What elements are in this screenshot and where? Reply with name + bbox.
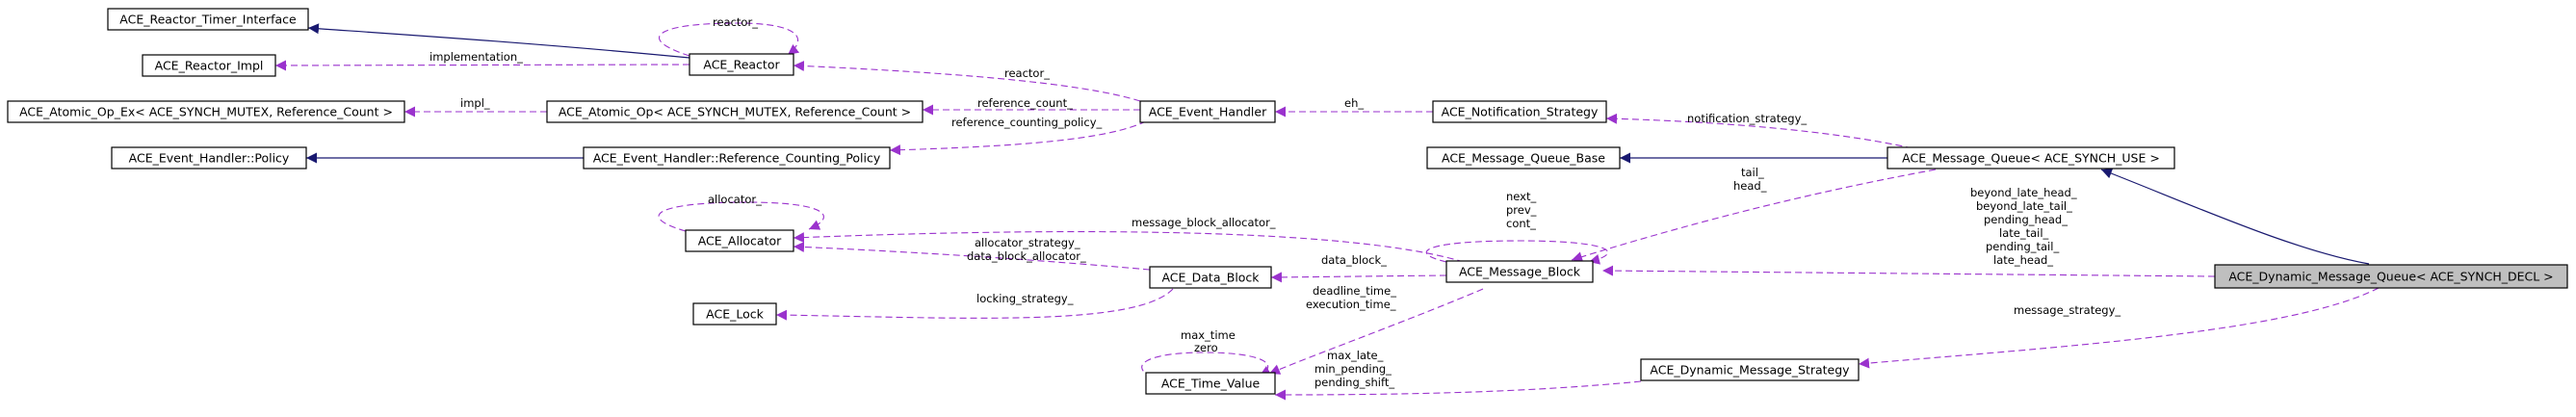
node-label: ACE_Allocator <box>698 234 782 248</box>
label-late-tail: late_tail_ <box>1999 226 2049 240</box>
label-allocator-strategy: allocator_strategy_ <box>975 236 1080 249</box>
edge-dynamic-mq-to-strategy <box>1858 287 2380 369</box>
edge-reactor-self <box>659 22 800 57</box>
node-reactor[interactable]: ACE_Reactor <box>689 53 794 76</box>
label-reactor-self: reactor_ <box>713 15 758 29</box>
node-event-handler[interactable]: ACE_Event_Handler <box>1139 100 1276 123</box>
node-label: ACE_Time_Value <box>1161 377 1261 391</box>
edge-event-handler-to-reactor <box>793 60 1141 102</box>
label-reference-count: reference_count_ <box>977 96 1073 110</box>
node-label: ACE_Event_Handler::Reference_Counting_Po… <box>593 151 881 166</box>
node-reactor-impl[interactable]: ACE_Reactor_Impl <box>142 54 276 77</box>
label-min-pending: min_pending_ <box>1314 362 1392 376</box>
node-notification-strategy[interactable]: ACE_Notification_Strategy <box>1432 100 1607 123</box>
node-label: ACE_Lock <box>706 307 764 322</box>
label-mb-self-next: next_ <box>1506 190 1536 203</box>
edge-event-handler-to-ref-policy <box>889 120 1147 156</box>
node-label: ACE_Data_Block <box>1161 271 1260 285</box>
label-execution-time: execution_time_ <box>1306 298 1396 311</box>
label-notification-strategy: notification_strategy_ <box>1687 112 1807 125</box>
label-beyond-late-head: beyond_late_head_ <box>1970 186 2077 199</box>
node-atomic-op[interactable]: ACE_Atomic_Op< ACE_SYNCH_MUTEX, Referenc… <box>546 100 924 123</box>
node-label: ACE_Message_Block <box>1459 265 1581 279</box>
label-tv-self-zero: zero <box>1194 341 1218 354</box>
label-implementation: implementation_ <box>429 50 523 64</box>
node-label: ACE_Message_Queue_Base <box>1442 151 1605 166</box>
edge-dynamic-mq-to-message-block <box>1601 265 2216 277</box>
label-pending-tail: pending_tail_ <box>1986 240 2059 253</box>
edge-data-block-to-lock <box>775 288 1174 321</box>
node-event-handler-policy[interactable]: ACE_Event_Handler::Policy <box>111 146 307 169</box>
node-label: ACE_Message_Queue< ACE_SYNCH_USE > <box>1902 151 2160 166</box>
node-label: ACE_Reactor_Timer_Interface <box>119 13 297 27</box>
label-tail: tail_ <box>1741 166 1764 179</box>
label-message-block-allocator: message_block_allocator_ <box>1132 216 1276 229</box>
label-reference-counting-policy: reference_counting_policy_ <box>951 116 1102 129</box>
label-deadline-time: deadline_time_ <box>1313 284 1396 298</box>
label-tv-self-max-time: max_time <box>1181 328 1236 342</box>
node-dynamic-message-queue[interactable]: ACE_Dynamic_Message_Queue< ACE_SYNCH_DEC… <box>2214 264 2568 289</box>
node-allocator[interactable]: ACE_Allocator <box>685 229 794 252</box>
label-head: head_ <box>1733 179 1767 193</box>
edge-message-block-to-data-block <box>1270 272 1447 283</box>
label-mb-self-prev: prev_ <box>1506 203 1537 217</box>
node-label: ACE_Event_Handler::Policy <box>129 151 290 166</box>
label-pending-shift: pending_shift_ <box>1314 376 1394 389</box>
node-message-queue-base[interactable]: ACE_Message_Queue_Base <box>1426 146 1621 169</box>
label-data-block-allocator: data_block_allocator_ <box>967 249 1086 263</box>
label-allocator-self: allocator_ <box>708 193 762 206</box>
node-lock[interactable]: ACE_Lock <box>692 302 777 326</box>
node-label: ACE_Reactor_Impl <box>155 59 264 73</box>
edge-reactor-to-timer-interface <box>307 23 690 59</box>
label-max-late: max_late_ <box>1327 349 1384 362</box>
label-mb-self-cont: cont_ <box>1506 217 1536 230</box>
node-label: ACE_Dynamic_Message_Strategy <box>1650 363 1850 378</box>
node-time-value[interactable]: ACE_Time_Value <box>1145 372 1276 395</box>
label-message-strategy: message_strategy_ <box>2014 303 2121 317</box>
edge-message-block-to-allocator <box>793 231 1465 263</box>
node-reference-counting-policy[interactable]: ACE_Event_Handler::Reference_Counting_Po… <box>583 146 891 169</box>
edge-message-block-self <box>1425 240 1609 265</box>
node-label: ACE_Atomic_Op_Ex< ACE_SYNCH_MUTEX, Refer… <box>19 105 393 119</box>
label-beyond-late-tail: beyond_late_tail_ <box>1976 199 2072 213</box>
label-eh: eh_ <box>1344 96 1364 110</box>
label-pending-head: pending_head_ <box>1984 213 2068 226</box>
node-label: ACE_Notification_Strategy <box>1442 105 1599 119</box>
node-label: ACE_Atomic_Op< ACE_SYNCH_MUTEX, Referenc… <box>559 105 911 119</box>
label-impl: impl_ <box>460 96 490 110</box>
node-label: ACE_Event_Handler <box>1149 105 1267 119</box>
edge-message-queue-to-message-block <box>1571 169 1937 262</box>
node-dynamic-message-strategy[interactable]: ACE_Dynamic_Message_Strategy <box>1640 358 1860 381</box>
edge-allocator-self <box>658 201 824 232</box>
label-data-block: data_block_ <box>1321 253 1387 267</box>
node-atomic-op-ex[interactable]: ACE_Atomic_Op_Ex< ACE_SYNCH_MUTEX, Refer… <box>7 100 405 123</box>
node-reactor-timer-interface[interactable]: ACE_Reactor_Timer_Interface <box>107 8 309 31</box>
node-data-block[interactable]: ACE_Data_Block <box>1149 266 1272 289</box>
edge-data-block-to-allocator <box>793 241 1151 271</box>
node-message-block[interactable]: ACE_Message_Block <box>1445 260 1594 283</box>
edge-message-queue-to-notification <box>1605 113 1913 149</box>
label-locking-strategy: locking_strategy_ <box>976 292 1074 305</box>
node-label: ACE_Dynamic_Message_Queue< ACE_SYNCH_DEC… <box>2228 270 2553 284</box>
node-message-queue[interactable]: ACE_Message_Queue< ACE_SYNCH_USE > <box>1886 146 2175 169</box>
edge-strategy-to-time-value <box>1274 380 1642 401</box>
node-label: ACE_Reactor <box>703 58 780 72</box>
edge-time-value-self <box>1141 352 1272 378</box>
label-reactor-eh: reactor_ <box>1004 66 1050 80</box>
edge-dynamic-mq-to-message-queue <box>2100 168 2370 265</box>
label-late-head: late_head_ <box>1993 253 2053 267</box>
